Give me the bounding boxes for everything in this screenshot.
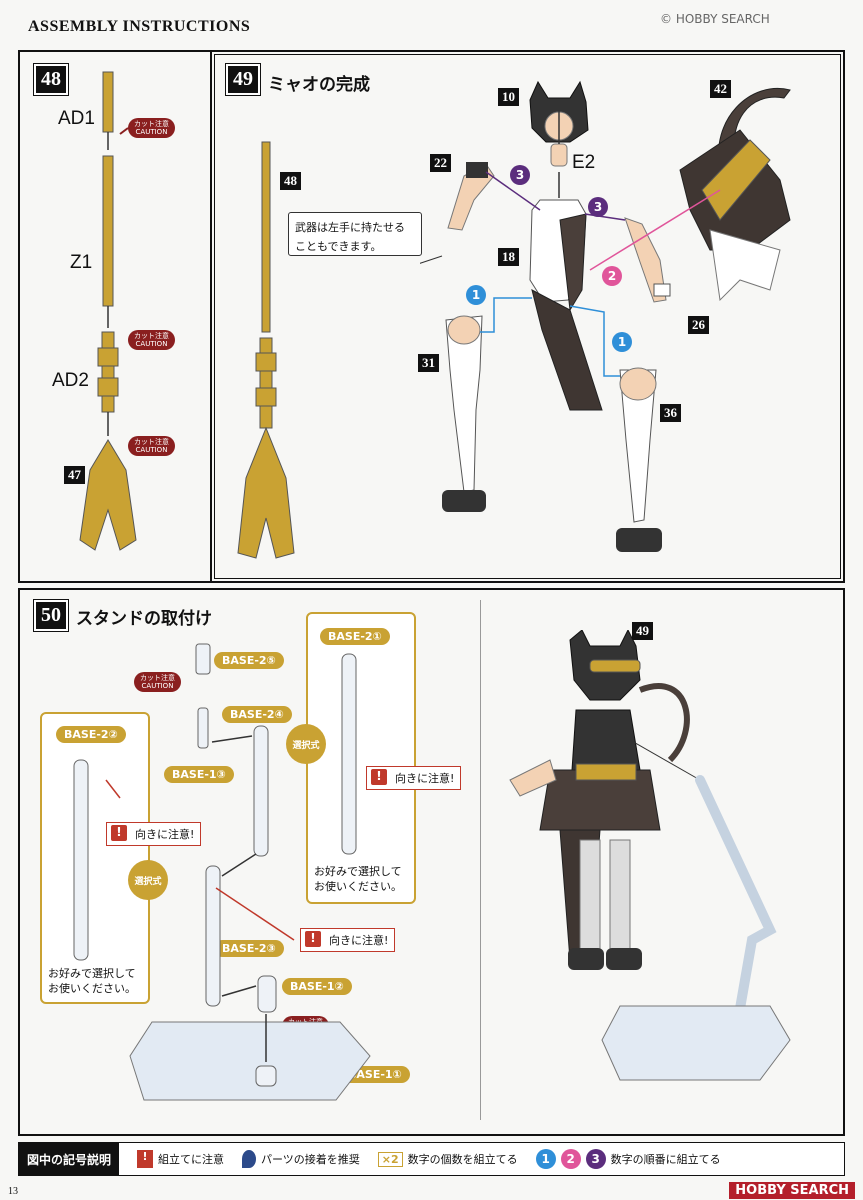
select-badge-1: 選択式 — [286, 724, 326, 764]
label-ad1: AD1 — [58, 108, 95, 129]
weapon-note-text: 武器は左手に持たせることもできます。 — [295, 221, 405, 253]
symbol-legend: 図中の記号説明 ! 組立てに注意 パーツの接着を推奨 ×2 数字の個数を組立てる… — [18, 1142, 845, 1176]
order-3-left: 3 — [510, 165, 530, 185]
direction-note-3: 向きに注意! — [300, 928, 396, 952]
stand-parts-drawing — [73, 643, 371, 1101]
divider-48-49 — [210, 50, 212, 583]
part-26: 26 — [688, 316, 709, 334]
part-10: 10 — [498, 88, 519, 106]
choose-text-right: お好みで選択してお使いください。 — [314, 865, 402, 893]
legend-order: 1 2 3 数字の順番に組立てる — [535, 1149, 721, 1169]
label-z1: Z1 — [70, 252, 93, 273]
part-47: 47 — [64, 466, 85, 484]
label-base-1-2: BASE-1② — [282, 978, 352, 995]
brand-logo: HOBBY SEARCH — [729, 1182, 855, 1199]
direction-note-2: 向きに注意! — [106, 822, 202, 846]
top-frame — [18, 50, 845, 583]
order-icon-2: 2 — [560, 1149, 581, 1169]
label-base-2-4: BASE-2④ — [222, 706, 292, 723]
step48-parts-drawing — [79, 71, 137, 551]
step49-inner-frame — [214, 54, 841, 579]
label-base-2-2: BASE-2② — [56, 726, 126, 743]
step-48-number: 48 — [33, 63, 69, 96]
legend-multiplier: ×2 数字の個数を組立てる — [377, 1151, 518, 1167]
legend-title: 図中の記号説明 — [19, 1143, 120, 1175]
order-icon-3: 3 — [585, 1149, 606, 1169]
page-number: 13 — [8, 1186, 18, 1197]
step-49-number: 49 — [225, 63, 261, 96]
legend-glue: パーツの接着を推奨 — [242, 1150, 360, 1168]
legend-caution: ! 組立てに注意 — [137, 1150, 224, 1168]
step-50-title: スタンドの取付け — [76, 609, 212, 629]
page-header-title: ASSEMBLY INSTRUCTIONS — [28, 18, 251, 35]
bottom-frame — [18, 588, 845, 1136]
part-42: 42 — [710, 80, 731, 98]
multiplier-icon: ×2 — [377, 1151, 403, 1167]
step-50-number: 50 — [33, 599, 69, 632]
choose-text-left: お好みで選択してお使いください。 — [48, 967, 136, 995]
part-48: 48 — [280, 172, 301, 190]
figure-assembly-drawing — [420, 80, 791, 552]
weapon-drawing — [237, 141, 295, 559]
part-49-result: 49 — [632, 622, 653, 640]
part-36: 36 — [660, 404, 681, 422]
label-ad2: AD2 — [52, 370, 89, 391]
label-e2: E2 — [572, 152, 596, 173]
part-18: 18 — [498, 248, 519, 266]
order-icon-1: 1 — [535, 1149, 556, 1169]
order-1-left: 1 — [466, 285, 486, 305]
divider-50 — [480, 600, 481, 1120]
label-base-2-3: BASE-2③ — [214, 940, 284, 957]
watermark: © HOBBY SEARCH — [660, 12, 770, 26]
order-3-right: 3 — [588, 197, 608, 217]
option-frame-base-2-1 — [306, 612, 416, 904]
part-22: 22 — [430, 154, 451, 172]
part-31: 31 — [418, 354, 439, 372]
exclamation-icon: ! — [137, 1150, 154, 1168]
label-base-2-5: BASE-2⑤ — [214, 652, 284, 669]
label-base-1-3: BASE-1③ — [164, 766, 234, 783]
select-badge-2: 選択式 — [128, 860, 168, 900]
step-49-title: ミャオの完成 — [268, 75, 370, 95]
label-base-2-1: BASE-2① — [320, 628, 390, 645]
option-frame-base-2-2 — [40, 712, 150, 1004]
direction-note-1: 向きに注意! — [366, 766, 462, 790]
completed-figure-drawing — [509, 630, 791, 1081]
glue-drop-icon — [242, 1150, 257, 1168]
order-1-right: 1 — [612, 332, 632, 352]
weapon-note-bubble: 武器は左手に持たせることもできます。 — [288, 212, 422, 256]
order-2: 2 — [602, 266, 622, 286]
